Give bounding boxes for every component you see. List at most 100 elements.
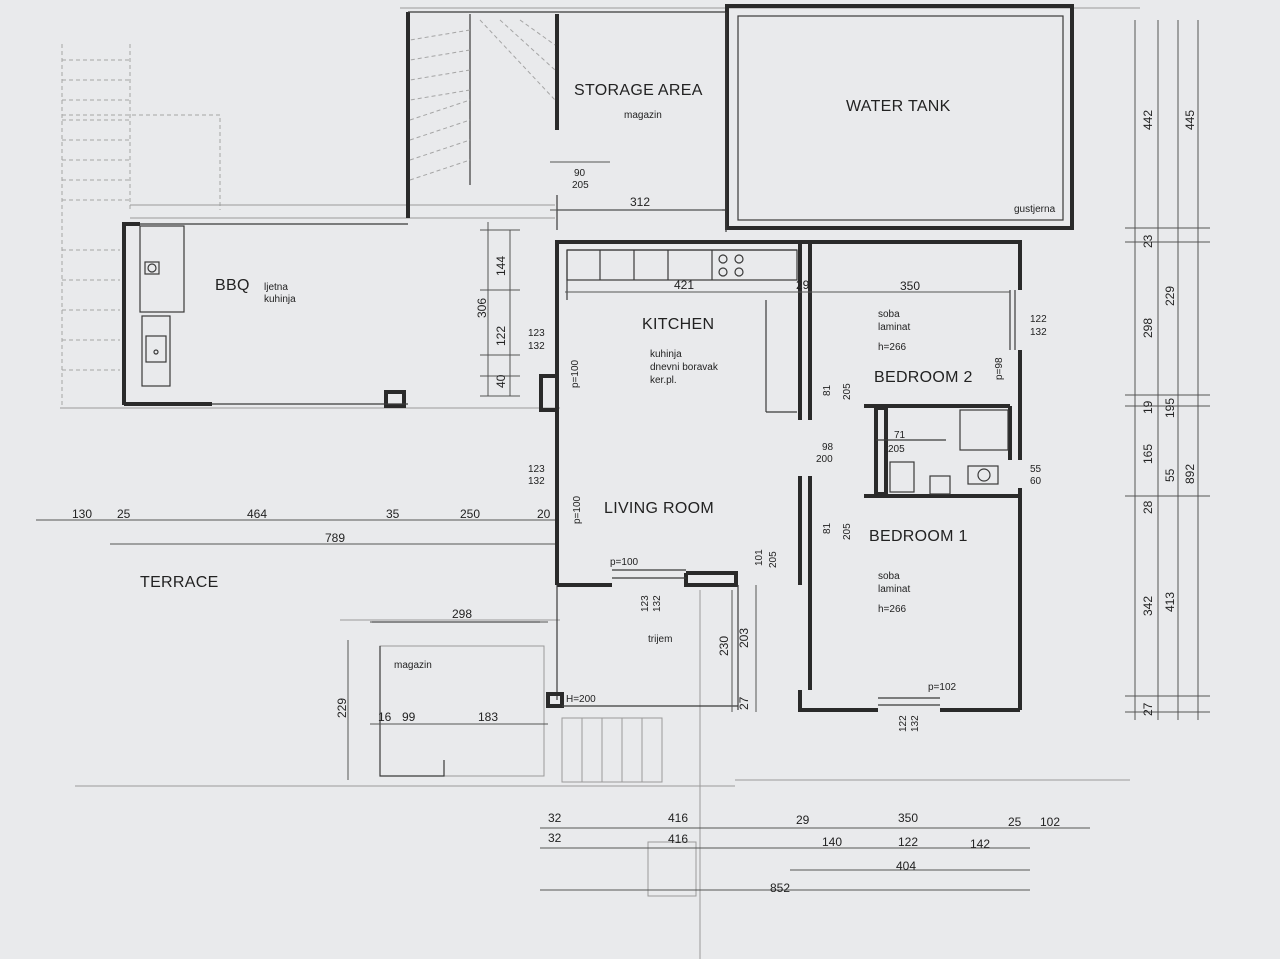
dim-90: 90 xyxy=(574,168,586,179)
dim-p100-living-south: p=100 xyxy=(610,557,639,568)
dim-right-442: 442 xyxy=(1141,110,1155,130)
dim-60-bath-window: 60 xyxy=(1030,476,1042,487)
dim-229-storage: 229 xyxy=(335,698,349,718)
dim-bottom-102: 102 xyxy=(1040,815,1060,829)
dim-200: 200 xyxy=(816,454,833,465)
dim-123-living-window: 123 xyxy=(528,464,545,475)
kitchen-sublabel-2: dnevni boravak xyxy=(650,362,719,373)
dim-right-298: 298 xyxy=(1141,318,1155,338)
kitchen-sublabel-1: kuhinja xyxy=(650,349,682,360)
dim-right-19: 19 xyxy=(1141,400,1155,414)
kitchen-sublabel-3: ker.pl. xyxy=(650,375,677,386)
dim-h200: H=200 xyxy=(566,694,596,705)
dim-205-bedroom2-door: 205 xyxy=(842,383,853,400)
dim-130: 130 xyxy=(72,507,92,521)
dim-bottom-25: 25 xyxy=(1008,815,1022,829)
bedroom-1-sublabel-2: laminat xyxy=(878,584,910,595)
storage-area-sublabel: magazin xyxy=(624,110,662,121)
dim-bottom-122: 122 xyxy=(898,835,918,849)
dim-203: 203 xyxy=(737,628,751,648)
dim-29-top: 29 xyxy=(796,278,810,292)
dim-right-165: 165 xyxy=(1141,444,1155,464)
dim-123-porch-window: 123 xyxy=(640,595,651,612)
house-walls xyxy=(539,240,1022,712)
dim-25-left: 25 xyxy=(117,507,131,521)
dim-right-27: 27 xyxy=(1141,702,1155,716)
dim-99: 99 xyxy=(402,710,416,724)
dim-bottom-852: 852 xyxy=(770,881,790,895)
dim-p100-kitchen: p=100 xyxy=(570,359,581,388)
dim-132-kitchen-window: 132 xyxy=(528,341,545,352)
dim-right-55: 55 xyxy=(1163,468,1177,482)
dim-230: 230 xyxy=(717,636,731,656)
dim-122-bedroom2-window: 122 xyxy=(1030,314,1047,325)
bbq-sublabel-1: ljetna xyxy=(264,282,288,293)
dimension-lines xyxy=(36,20,1210,891)
bedroom-2-sublabel-2: laminat xyxy=(878,322,910,333)
dim-p98: p=98 xyxy=(994,357,1005,380)
dim-183: 183 xyxy=(478,710,498,724)
dim-71: 71 xyxy=(894,430,906,441)
water-tank-label: WATER TANK xyxy=(846,98,951,115)
dim-right-23: 23 xyxy=(1141,234,1155,248)
dim-123-kitchen-window: 123 xyxy=(528,328,545,339)
dim-bottom-140: 140 xyxy=(822,835,842,849)
porch-steps xyxy=(561,717,697,897)
kitchen-label: KITCHEN xyxy=(642,316,714,333)
dim-bottom-416-b: 416 xyxy=(668,832,688,846)
dim-right-195: 195 xyxy=(1163,398,1177,418)
dim-122-left: 122 xyxy=(494,326,508,346)
bedroom-1-sublabel-1: soba xyxy=(878,571,900,582)
dim-right-413: 413 xyxy=(1163,592,1177,612)
dim-bottom-404: 404 xyxy=(896,859,916,873)
dim-205-storage: 205 xyxy=(572,180,589,191)
water-tank-sublabel: gustjerna xyxy=(1014,204,1056,215)
storage-area-label: STORAGE AREA xyxy=(574,82,703,99)
dim-98: 98 xyxy=(822,442,834,453)
dim-81-bedroom1-door: 81 xyxy=(822,522,833,534)
dim-right-445: 445 xyxy=(1183,110,1197,130)
dim-205-bedroom1-door: 205 xyxy=(842,523,853,540)
dim-144: 144 xyxy=(494,256,508,276)
bbq-sublabel-2: kuhinja xyxy=(264,294,296,305)
dim-27-porch: 27 xyxy=(737,696,751,710)
dim-right-342: 342 xyxy=(1141,596,1155,616)
bbq-area xyxy=(122,222,408,408)
dim-right-229: 229 xyxy=(1163,286,1177,306)
bedroom-2-sublabel-3: h=266 xyxy=(878,342,907,353)
dim-350-top: 350 xyxy=(900,279,920,293)
dim-132-living-window: 132 xyxy=(528,476,545,487)
bedroom-1-label: BEDROOM 1 xyxy=(869,528,968,545)
bedroom-2-sublabel-1: soba xyxy=(878,309,900,320)
dim-81-bedroom2-door: 81 xyxy=(822,384,833,396)
dim-40: 40 xyxy=(494,374,508,388)
dim-250: 250 xyxy=(460,507,480,521)
dim-bottom-142: 142 xyxy=(970,837,990,851)
dim-bottom-416-a: 416 xyxy=(668,811,688,825)
dim-35: 35 xyxy=(386,507,400,521)
porch-label: trijem xyxy=(648,634,672,645)
dim-20: 20 xyxy=(537,507,551,521)
dim-421: 421 xyxy=(674,278,694,292)
water-tank xyxy=(725,4,1074,232)
dim-right-28: 28 xyxy=(1141,500,1155,514)
dim-306: 306 xyxy=(475,298,489,318)
dim-bottom-350: 350 xyxy=(898,811,918,825)
dim-right-892: 892 xyxy=(1183,464,1197,484)
dim-101: 101 xyxy=(754,549,765,566)
dim-205-bath: 205 xyxy=(888,444,905,455)
dim-55-bath-window: 55 xyxy=(1030,464,1042,475)
dim-p102: p=102 xyxy=(928,682,957,693)
small-storage xyxy=(372,621,545,777)
small-storage-label: magazin xyxy=(394,660,432,671)
storage-area xyxy=(406,11,726,230)
dim-312: 312 xyxy=(630,195,650,209)
dim-bottom-32-b: 32 xyxy=(548,831,562,845)
terrace-label: TERRACE xyxy=(140,574,219,591)
bedroom-2-label: BEDROOM 2 xyxy=(874,369,973,386)
dim-bottom-29: 29 xyxy=(796,813,810,827)
dim-132-bedroom2-window: 132 xyxy=(1030,327,1047,338)
left-exterior-stairs xyxy=(61,44,221,408)
bedroom-1-sublabel-3: h=266 xyxy=(878,604,907,615)
